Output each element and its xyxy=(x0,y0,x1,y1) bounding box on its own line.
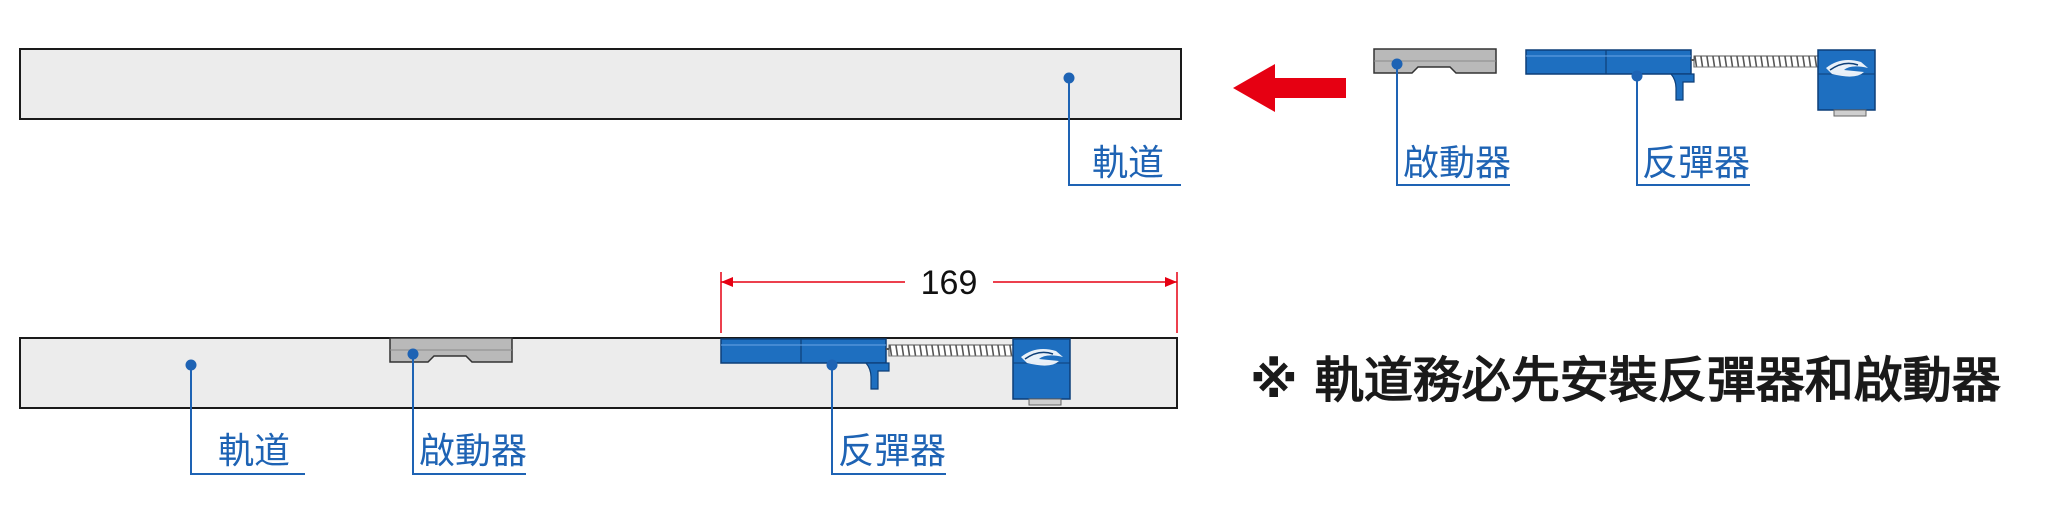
installation-note: ※ 軌道務必先安裝反彈器和啟動器 xyxy=(1250,352,2002,409)
top-rail-callout: 軌道 xyxy=(1063,72,1181,186)
bottom-rail-label: 軌道 xyxy=(218,431,290,472)
top-rebounder-label: 反彈器 xyxy=(1642,143,1750,184)
top-activator xyxy=(1373,48,1497,74)
top-activator-callout: 啟動器 xyxy=(1391,58,1511,186)
top-rebounder xyxy=(1525,49,1876,117)
top-assembly: 軌道 啟動器 反彈器 xyxy=(19,48,1876,186)
bottom-rebounder-callout: 反彈器 xyxy=(826,359,946,475)
left-arrow-icon xyxy=(1233,64,1346,112)
top-rebounder-callout: 反彈器 xyxy=(1631,70,1750,186)
dimension-line: 169 xyxy=(720,264,1178,333)
bottom-rebounder-label: 反彈器 xyxy=(838,431,946,472)
bottom-rail-callout: 軌道 xyxy=(185,359,305,475)
bottom-activator-callout: 啟動器 xyxy=(407,348,527,475)
dimension-value: 169 xyxy=(921,264,978,302)
top-activator-label: 啟動器 xyxy=(1403,143,1511,184)
top-rail xyxy=(19,48,1182,120)
top-rail-label: 軌道 xyxy=(1092,143,1164,184)
bottom-activator-label: 啟動器 xyxy=(419,431,527,472)
bottom-assembly: 169 軌道 啟動器 反彈器 xyxy=(19,264,1178,475)
